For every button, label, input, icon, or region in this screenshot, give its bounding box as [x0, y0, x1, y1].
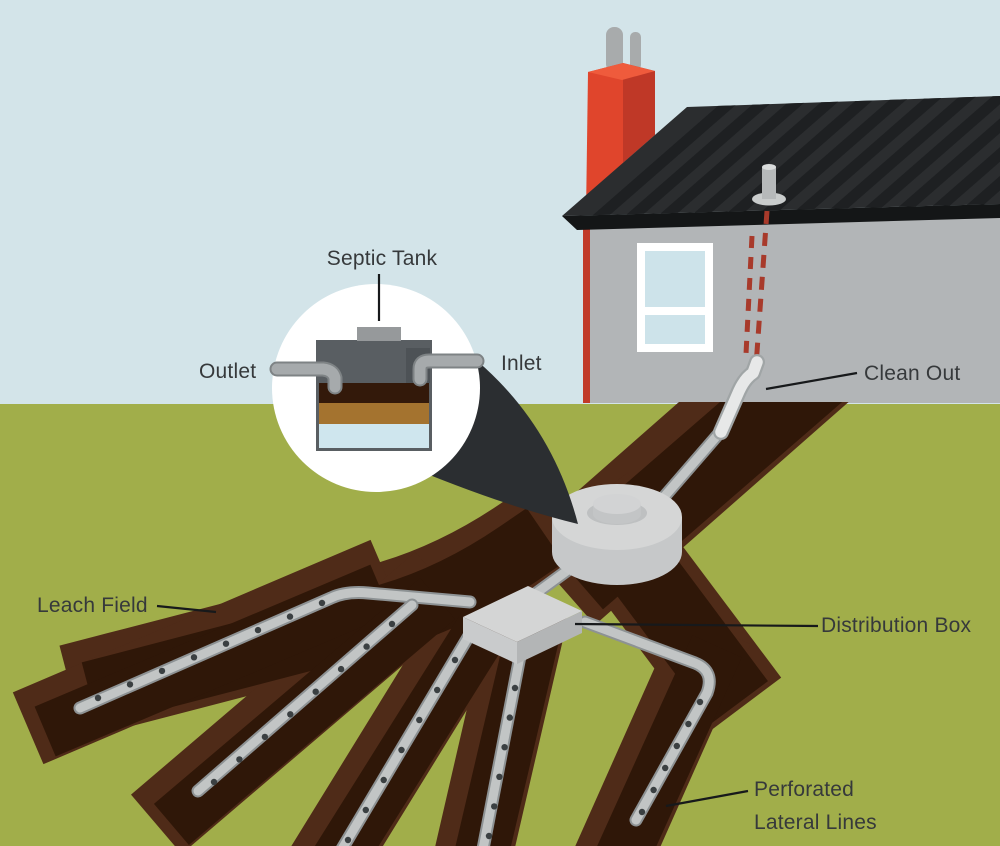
chimney	[586, 63, 655, 215]
clean-out-pipe	[715, 356, 763, 438]
roof-vent-pipe	[752, 164, 786, 206]
tank-riser-lid	[593, 494, 641, 524]
window-pane-lower	[645, 315, 705, 344]
inset-water-layer	[319, 424, 429, 448]
window-pane-upper	[645, 251, 705, 307]
clean-out-leader	[765, 371, 858, 391]
distribution-box-leader	[574, 622, 819, 628]
perforations	[94, 599, 704, 844]
house-to-tank-pipe	[659, 425, 727, 502]
lateral-3	[338, 629, 475, 846]
header-and-lateral-1	[75, 588, 475, 713]
label-inlet: Inlet	[501, 352, 542, 375]
chimney-pipe-left	[606, 27, 623, 72]
label-clean-out: Clean Out	[864, 362, 961, 385]
label-septic-tank: Septic Tank	[326, 247, 438, 270]
chimney-pipe-right	[630, 32, 641, 70]
inset-tank-lid	[357, 327, 401, 341]
label-outlet: Outlet	[199, 360, 257, 383]
distribution-box	[463, 586, 582, 664]
leader-lines	[156, 274, 858, 808]
lateral-4	[478, 646, 526, 846]
label-distribution-box: Distribution Box	[821, 614, 972, 637]
inset-inlet-pipe	[414, 355, 483, 385]
inset-outlet-pipe	[271, 363, 341, 393]
wall-corner-red-strip	[583, 228, 590, 403]
house	[562, 27, 1000, 403]
label-perforated-lateral-lines: Perforated Lateral Lines	[754, 778, 877, 834]
roof-fascia	[562, 204, 1000, 230]
septic-tank-cylinder	[552, 484, 682, 585]
leach-field-leader	[156, 604, 217, 614]
inset-scum-layer	[319, 383, 429, 403]
perforated-lines-leader	[665, 789, 749, 808]
lateral-2	[193, 600, 417, 796]
pipes	[73, 354, 765, 846]
inset-sludge-layer	[319, 403, 429, 424]
lateral-5	[580, 617, 714, 825]
septic-tank-inset	[269, 284, 485, 492]
waste-stack-dashed-line	[743, 210, 770, 367]
label-leach-field: Leach Field	[37, 594, 148, 617]
